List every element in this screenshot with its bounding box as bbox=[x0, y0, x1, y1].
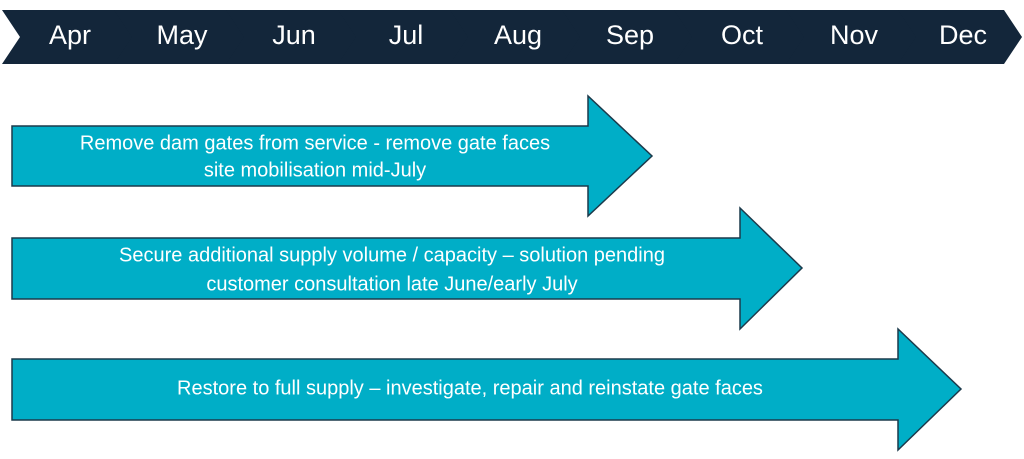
month-label-nov: Nov bbox=[830, 20, 879, 50]
task-arrow-shape bbox=[11, 94, 654, 218]
month-label-oct: Oct bbox=[721, 20, 764, 50]
month-label-may: May bbox=[156, 20, 208, 50]
task-arrow-shape bbox=[11, 206, 804, 331]
month-label-apr: Apr bbox=[49, 20, 91, 50]
task-arrow-shape bbox=[11, 327, 963, 452]
month-label-aug: Aug bbox=[494, 20, 542, 50]
month-chevron-aug bbox=[450, 10, 587, 64]
month-label-jun: Jun bbox=[272, 20, 316, 50]
month-label-sep: Sep bbox=[606, 20, 654, 50]
month-chevron-oct bbox=[674, 10, 811, 64]
month-chevron-jul bbox=[338, 10, 475, 64]
task-label-line-1: Secure additional supply volume / capaci… bbox=[119, 244, 665, 266]
task-arrow-remove-gates: Remove dam gates from service - remove g… bbox=[11, 94, 654, 218]
month-chevron-jun bbox=[226, 10, 363, 64]
month-chevron-dec bbox=[898, 10, 1022, 64]
task-arrow-secure-supply: Secure additional supply volume / capaci… bbox=[11, 206, 804, 331]
month-chevron-apr bbox=[2, 10, 139, 64]
month-chevron-nov bbox=[786, 10, 923, 64]
task-label-line-2: customer consultation late June/early Ju… bbox=[206, 273, 577, 295]
task-label-line-2: site mobilisation mid-July bbox=[204, 159, 426, 181]
task-label-line-1: Restore to full supply – investigate, re… bbox=[177, 377, 763, 399]
month-chevron-sep bbox=[562, 10, 699, 64]
task-label-line-1: Remove dam gates from service - remove g… bbox=[80, 132, 550, 154]
task-arrow-restore-supply: Restore to full supply – investigate, re… bbox=[11, 327, 963, 452]
month-chevron-may bbox=[114, 10, 251, 64]
month-label-jul: Jul bbox=[389, 20, 424, 50]
month-label-dec: Dec bbox=[939, 20, 987, 50]
month-chevron-row: Apr May Jun Jul Aug Sep Oct Nov Dec bbox=[2, 10, 1022, 64]
